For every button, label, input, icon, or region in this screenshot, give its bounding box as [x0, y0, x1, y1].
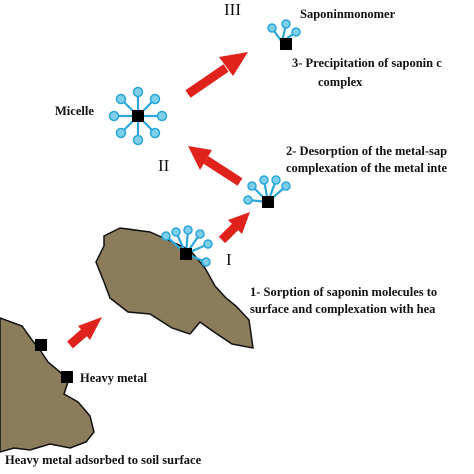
- precipitate-heads: [267, 19, 301, 37]
- arrow-step-1: [218, 212, 250, 244]
- heavy-metal-square: [280, 38, 292, 50]
- step-1-line-2: surface and complexation with hea: [250, 302, 436, 316]
- stage-label-iii: III: [224, 0, 241, 19]
- micelle-heads: [108, 86, 168, 146]
- heavy-metal-square: [262, 196, 274, 208]
- saponin-monomer-label: Saponinmonomer: [300, 7, 396, 21]
- heavy-metal-square: [35, 339, 47, 351]
- step-3-line-2: complex: [318, 75, 363, 89]
- arrow-step-3: [185, 52, 248, 98]
- stage-label-ii: II: [158, 156, 170, 175]
- soil-particle-upper: [95, 227, 254, 349]
- saponin-complex-heads: [243, 175, 291, 205]
- micelle-core: [132, 110, 144, 122]
- step-2-line-1: 2- Desorption of the metal-sap: [286, 144, 448, 158]
- saponin-heads-stage1: [161, 225, 213, 267]
- adsorbed-metal-caption: Heavy metal adsorbed to soil surface: [5, 453, 202, 467]
- arrow-step-2: [188, 146, 243, 186]
- stage-label-i: I: [226, 250, 232, 269]
- step-1-line-1: 1- Sorption of saponin molecules to: [250, 285, 438, 299]
- heavy-metal-square: [61, 371, 73, 383]
- heavy-metal-square: [180, 248, 192, 260]
- heavy-metal-label: Heavy metal: [80, 371, 147, 385]
- step-2-line-2: complexation of the metal inte: [286, 161, 448, 175]
- arrow-step-0: [67, 317, 102, 349]
- micelle-label: Micelle: [55, 104, 94, 118]
- step-3-line-1: 3- Precipitation of saponin c: [292, 56, 442, 70]
